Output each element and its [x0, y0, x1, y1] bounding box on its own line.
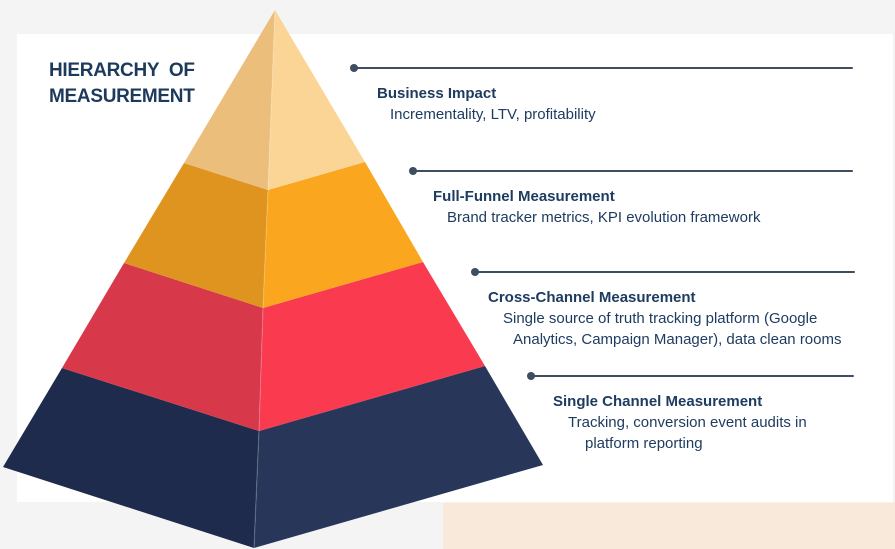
annotation-description: Brand tracker metrics, KPI evolution fra… [447, 209, 761, 226]
annotation-description: Tracking, conversion event audits in [568, 414, 807, 431]
pyramid-tier3-right-face [259, 262, 485, 431]
annotation-description: Analytics, Campaign Manager), data clean… [513, 331, 842, 348]
pyramid-tier4-right-face [254, 366, 543, 548]
annotation-description: Incrementality, LTV, profitability [390, 106, 596, 123]
pyramid-tier3-left-face [62, 263, 263, 431]
connector-dot-icon [350, 64, 358, 72]
annotation-description: platform reporting [585, 435, 703, 452]
annotation-single-channel: Single Channel Measurement Tracking, con… [527, 372, 854, 454]
connector-dot-icon [409, 167, 417, 175]
connector-line [527, 372, 854, 380]
page-title: HIERARCHY OF MEASUREMENT [49, 58, 195, 110]
pyramid-tier2-left-face [124, 163, 268, 308]
pyramid-tier1-right-face [268, 10, 365, 190]
pyramid-tier4-left-face [3, 368, 259, 548]
connector-dot-icon [471, 268, 479, 276]
connector-dot-icon [527, 372, 535, 380]
connector-line [471, 268, 855, 276]
annotation-description: Single source of truth tracking platform… [503, 310, 818, 327]
annotation-title: Full-Funnel Measurement [433, 188, 615, 205]
annotation-cross-channel: Cross-Channel Measurement Single source … [471, 268, 855, 350]
annotation-full-funnel: Full-Funnel Measurement Brand tracker me… [409, 167, 853, 228]
connector-line [409, 167, 853, 175]
annotation-title: Single Channel Measurement [553, 393, 763, 410]
annotation-title: Cross-Channel Measurement [488, 289, 696, 306]
peach-accent-band [443, 503, 895, 549]
page-title-line2: MEASUREMENT [49, 86, 195, 107]
pyramid-tier1-left-face [184, 10, 275, 190]
annotation-title: Business Impact [377, 85, 497, 102]
pyramid-tier2-right-face [263, 162, 423, 308]
annotation-business-impact: Business Impact Incrementality, LTV, pro… [350, 64, 853, 125]
pyramid-front-edge [253, 9, 276, 549]
connector-line [350, 64, 853, 72]
page-title-line1: HIERARCHY OF [49, 60, 195, 81]
